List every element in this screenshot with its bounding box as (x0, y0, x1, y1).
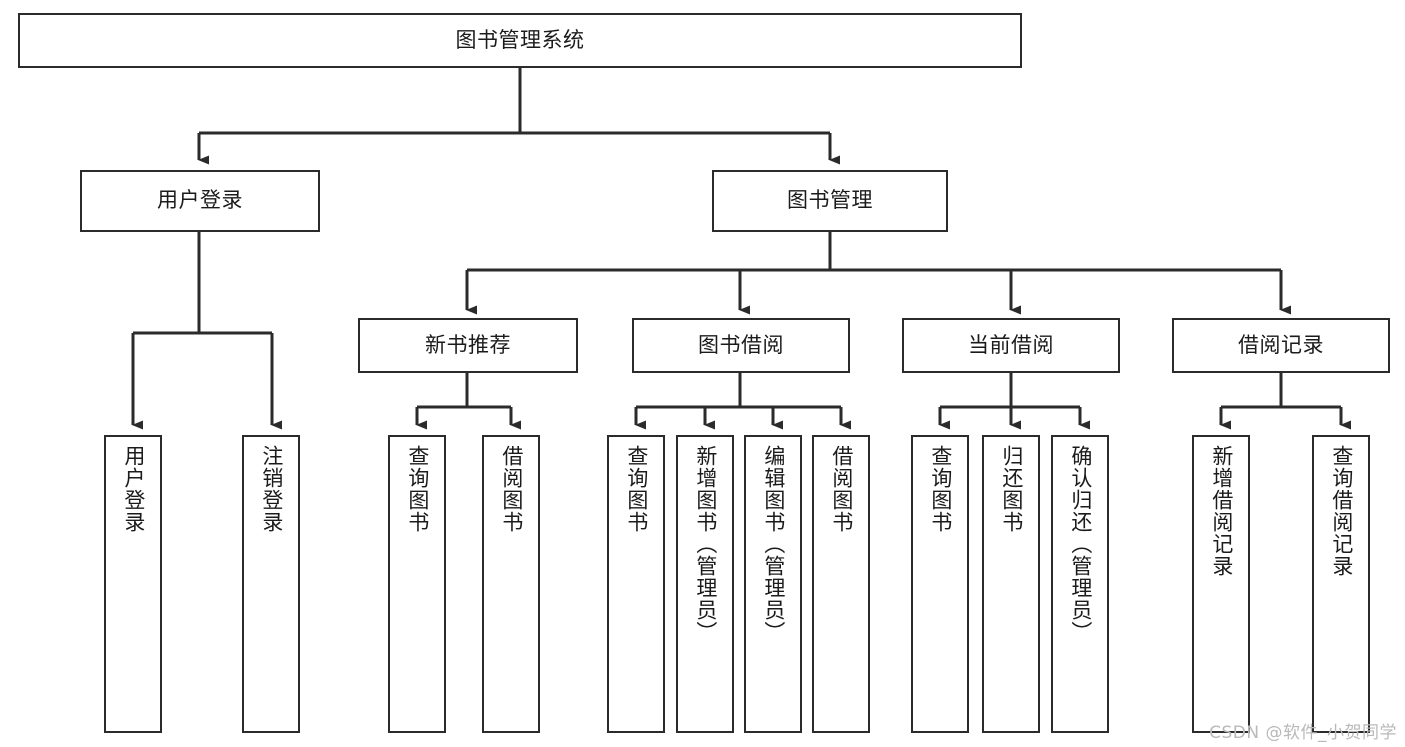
leaf-recommend-borrow-book[interactable]: 借阅图书 (482, 435, 540, 733)
node-root-system[interactable]: 图书管理系统 (18, 13, 1022, 68)
leaf-user-login-logout[interactable]: 注销登录 (242, 435, 300, 733)
node-current-borrow[interactable]: 当前借阅 (902, 318, 1120, 373)
node-label: 借阅图书 (829, 445, 854, 533)
node-new-book-recommend[interactable]: 新书推荐 (358, 318, 578, 373)
node-label: 借阅图书 (499, 445, 524, 533)
node-borrow-record[interactable]: 借阅记录 (1172, 318, 1390, 373)
node-label: 新书推荐 (425, 332, 511, 357)
leaf-user-login-login[interactable]: 用户登录 (104, 435, 162, 733)
leaf-current-confirm-return-admin[interactable]: 确认归还（管理员） (1051, 435, 1109, 733)
node-label: 新增图书（管理员） (693, 445, 718, 643)
node-label: 新增借阅记录 (1209, 445, 1234, 577)
node-label: 编辑图书（管理员） (761, 445, 786, 643)
node-label: 图书管理 (787, 188, 873, 213)
leaf-current-return-book[interactable]: 归还图书 (982, 435, 1040, 733)
leaf-current-query-book[interactable]: 查询图书 (911, 435, 969, 733)
node-book-management[interactable]: 图书管理 (712, 170, 948, 232)
node-label: 用户登录 (157, 188, 243, 213)
node-label: 查询图书 (405, 445, 430, 533)
node-label: 查询借阅记录 (1329, 445, 1354, 577)
leaf-record-query-record[interactable]: 查询借阅记录 (1312, 435, 1370, 733)
leaf-borrow-edit-book-admin[interactable]: 编辑图书（管理员） (744, 435, 802, 733)
node-user-login[interactable]: 用户登录 (80, 170, 320, 232)
node-label: 归还图书 (999, 445, 1024, 533)
leaf-borrow-borrow-book[interactable]: 借阅图书 (812, 435, 870, 733)
node-label: 图书借阅 (698, 332, 784, 357)
leaf-borrow-add-book-admin[interactable]: 新增图书（管理员） (676, 435, 734, 733)
leaf-record-add-record[interactable]: 新增借阅记录 (1192, 435, 1250, 733)
node-label: 注销登录 (259, 445, 284, 533)
node-label: 查询图书 (624, 445, 649, 533)
node-label: 查询图书 (928, 445, 953, 533)
node-label: 借阅记录 (1238, 332, 1324, 357)
node-label: 当前借阅 (968, 332, 1054, 357)
csdn-watermark: CSDN @软件_小贺同学 (1209, 723, 1397, 743)
node-book-borrow[interactable]: 图书借阅 (632, 318, 850, 373)
node-label: 图书管理系统 (455, 27, 585, 52)
leaf-recommend-query-book[interactable]: 查询图书 (388, 435, 446, 733)
node-label: 确认归还（管理员） (1068, 445, 1093, 643)
leaf-borrow-query-book[interactable]: 查询图书 (607, 435, 665, 733)
node-label: 用户登录 (121, 445, 146, 533)
